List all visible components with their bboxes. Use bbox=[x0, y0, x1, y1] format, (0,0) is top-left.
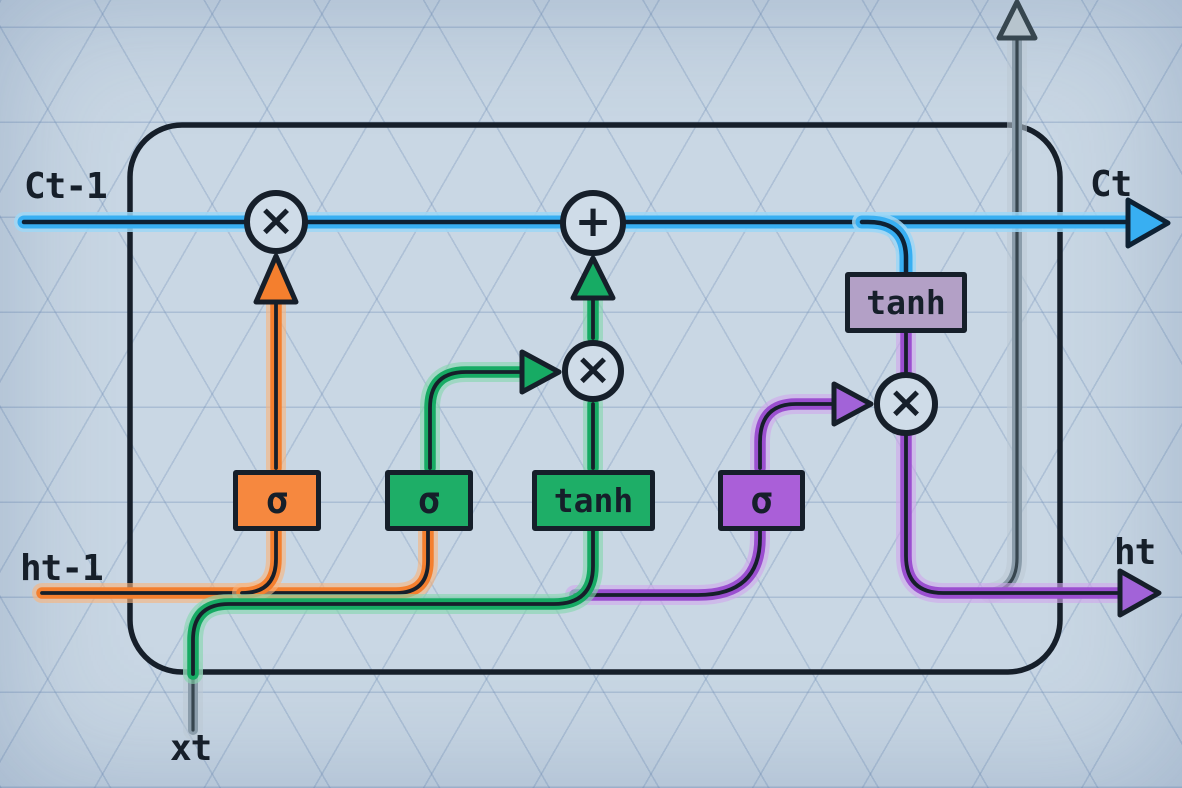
forget-gate-branch-pipe bbox=[232, 518, 286, 603]
state-add-op: + bbox=[560, 190, 626, 256]
input-xt-label: xt bbox=[170, 728, 212, 769]
hidden-state-out-pipe bbox=[896, 424, 1130, 603]
multiply-glyph: × bbox=[257, 194, 295, 246]
state-add-arrowhead bbox=[570, 255, 616, 301]
hidden-state-in-label: ht-1 bbox=[20, 548, 104, 589]
output-gate-input-pipe bbox=[565, 518, 770, 605]
cell-state-out-label: Ct bbox=[1090, 164, 1132, 205]
forget-gate-box: σ bbox=[233, 470, 321, 531]
output-multiply-arrowhead bbox=[831, 381, 874, 427]
input-multiply-op: × bbox=[562, 340, 624, 402]
plus-glyph: + bbox=[574, 195, 612, 247]
tanh-glyph: tanh bbox=[553, 481, 634, 520]
hidden-state-out-arrowhead bbox=[1117, 568, 1162, 618]
output-gate-output-pipe bbox=[750, 394, 843, 478]
sigma-glyph: σ bbox=[750, 479, 773, 522]
input-gate-output-pipe bbox=[420, 362, 531, 478]
tanh-glyph: tanh bbox=[866, 283, 946, 322]
output-gate-box: σ bbox=[718, 470, 805, 531]
forget-multiply-op: × bbox=[244, 190, 308, 254]
candidate-tanh-box: tanh bbox=[532, 470, 655, 531]
multiply-glyph: × bbox=[574, 343, 612, 395]
cell-state-out-arrowhead bbox=[1125, 197, 1171, 249]
cell-tanh-box: tanh bbox=[845, 272, 967, 333]
forget-multiply-arrowhead bbox=[253, 253, 299, 305]
hidden-state-out-label: ht bbox=[1114, 532, 1156, 573]
hidden-state-in-pipe bbox=[32, 518, 438, 603]
sigma-glyph: σ bbox=[265, 479, 289, 522]
hidden-output-riser-pipe bbox=[980, 28, 1027, 603]
hidden-output-up-arrowhead bbox=[996, 0, 1038, 41]
cell-state-tanh-branch-pipe bbox=[852, 212, 916, 288]
multiply-glyph: × bbox=[887, 376, 925, 428]
output-multiply-op: × bbox=[874, 372, 938, 436]
input-multiply-arrowhead bbox=[519, 349, 562, 395]
input-gate-box: σ bbox=[385, 470, 473, 531]
sigma-glyph: σ bbox=[417, 479, 441, 522]
cell-boundary bbox=[127, 122, 1063, 675]
input-xt-pipe bbox=[183, 518, 603, 684]
cell-state-in-label: Ct-1 bbox=[24, 166, 108, 207]
